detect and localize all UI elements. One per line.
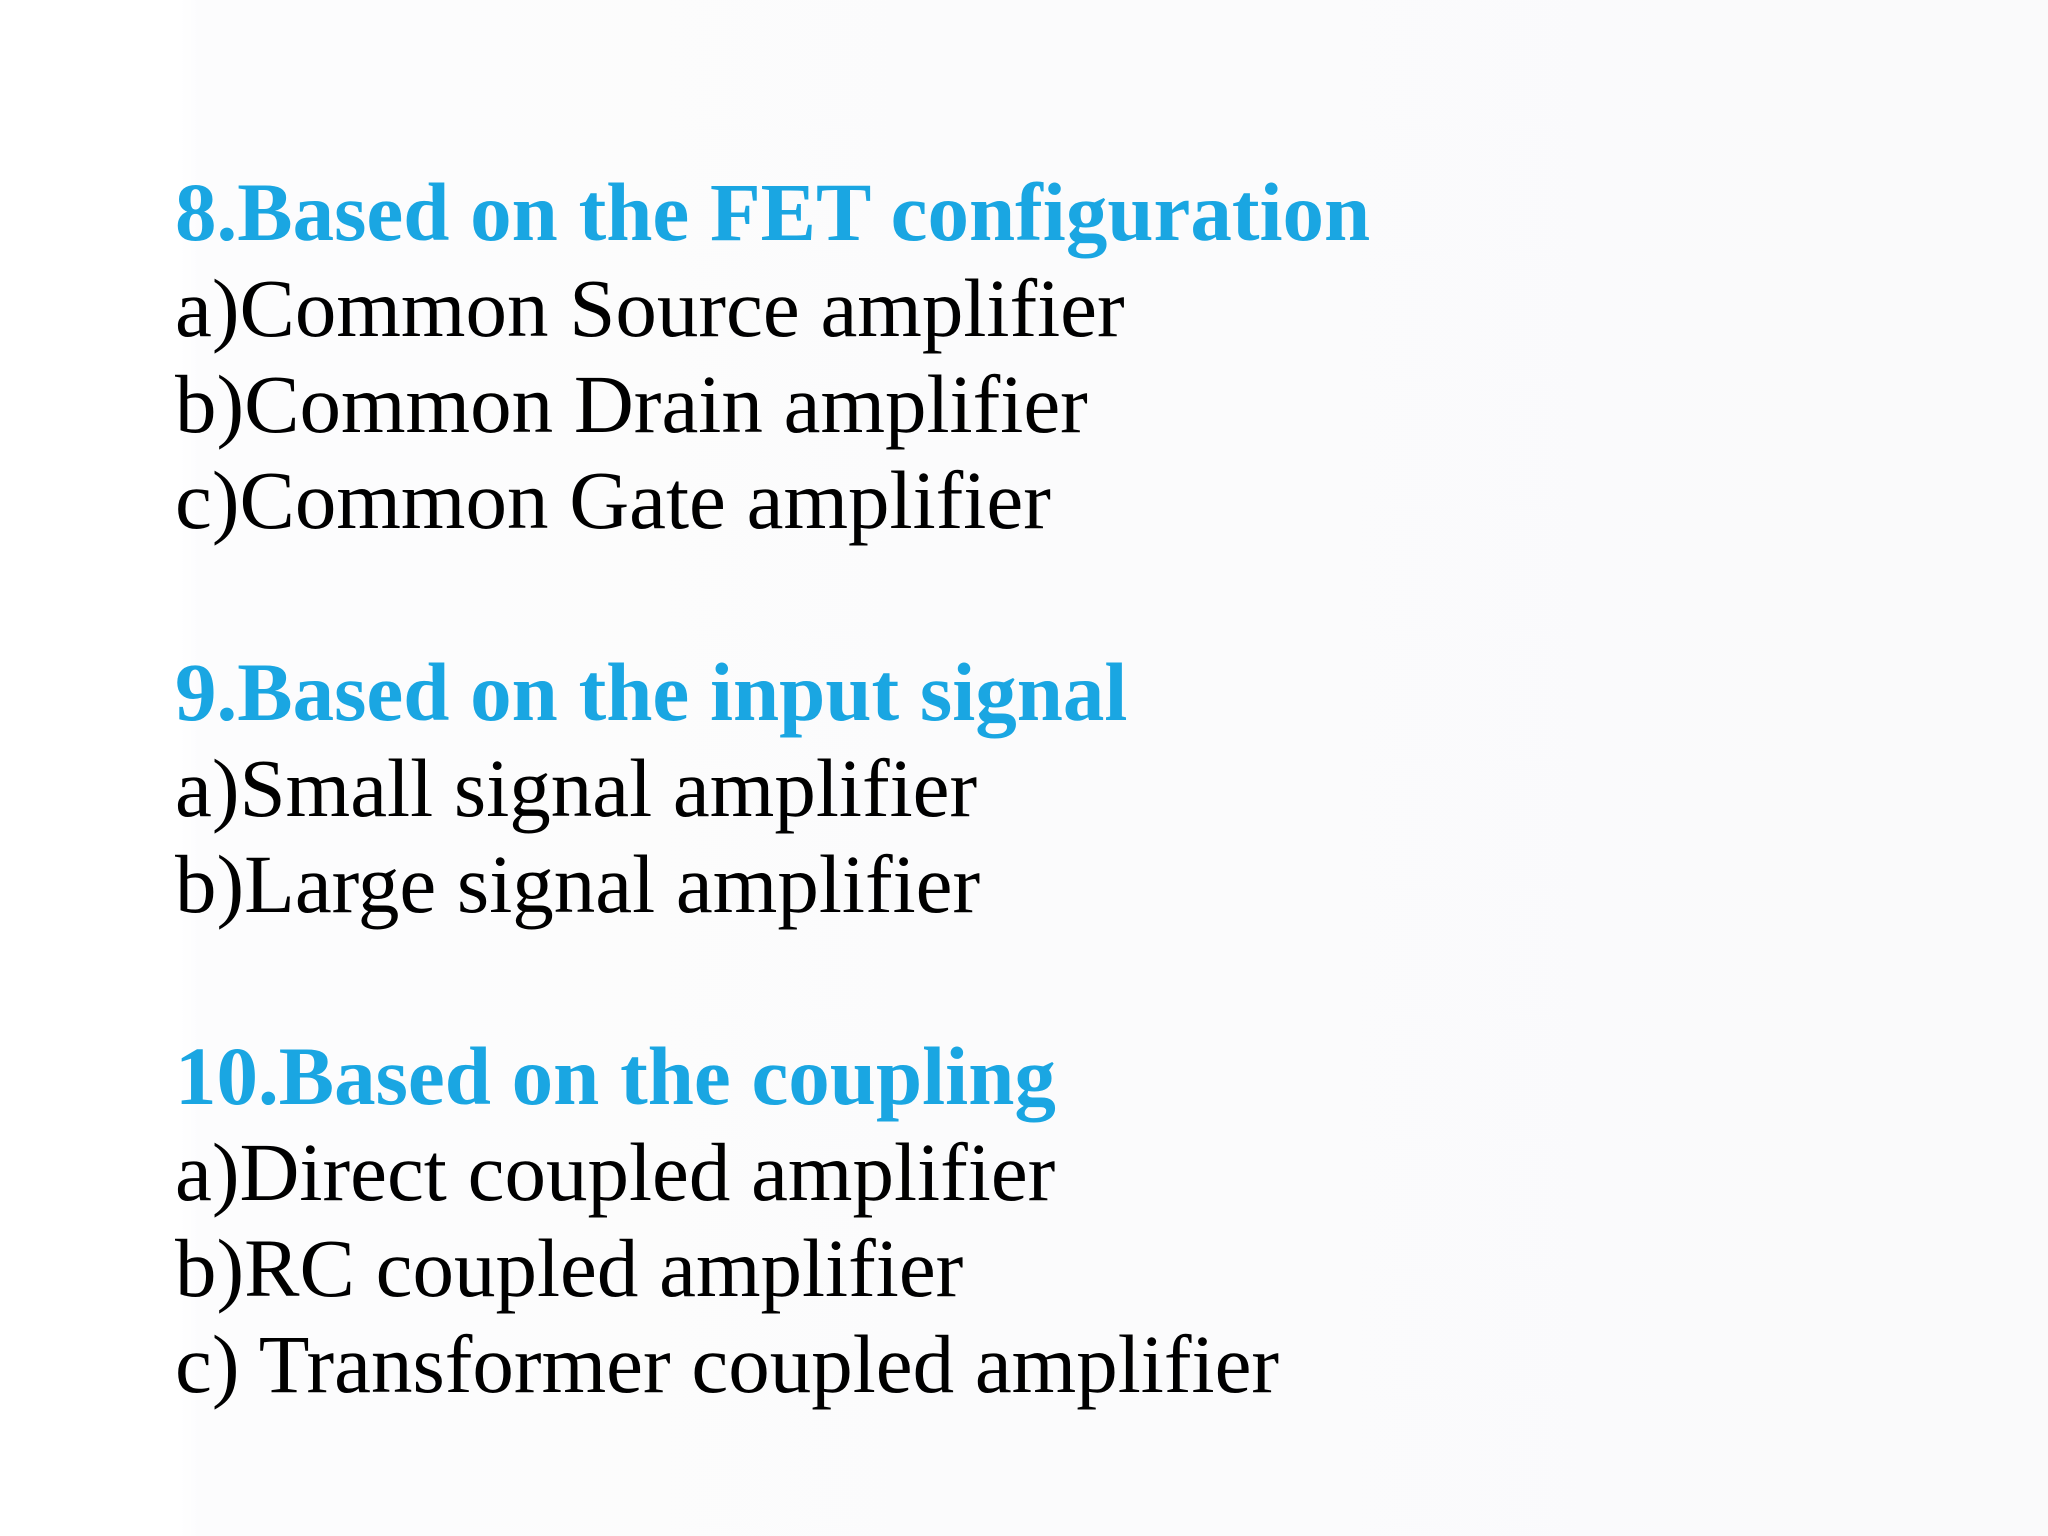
- list-item: b)Common Drain amplifier: [175, 358, 1088, 450]
- section-heading: 8.Based on the FET configuration: [175, 166, 1371, 258]
- list-item: c) Transformer coupled amplifier: [175, 1318, 1280, 1410]
- section-coupling: 10.Based on the coupling a)Direct couple…: [175, 1028, 1975, 1412]
- list-item: c)Common Gate amplifier: [175, 454, 1051, 546]
- list-item: b)RC coupled amplifier: [175, 1222, 964, 1314]
- list-item: b)Large signal amplifier: [175, 838, 981, 930]
- section-heading: 9.Based on the input signal: [175, 646, 1128, 738]
- list-item: a)Direct coupled amplifier: [175, 1126, 1056, 1218]
- section-fet-configuration: 8.Based on the FET configuration a)Commo…: [175, 164, 1975, 548]
- section-heading: 10.Based on the coupling: [175, 1030, 1056, 1122]
- list-item: a)Common Source amplifier: [175, 262, 1125, 354]
- slide-content: 8.Based on the FET configuration a)Commo…: [175, 164, 1975, 1412]
- list-item: a)Small signal amplifier: [175, 742, 978, 834]
- section-input-signal: 9.Based on the input signal a)Small sign…: [175, 644, 1975, 932]
